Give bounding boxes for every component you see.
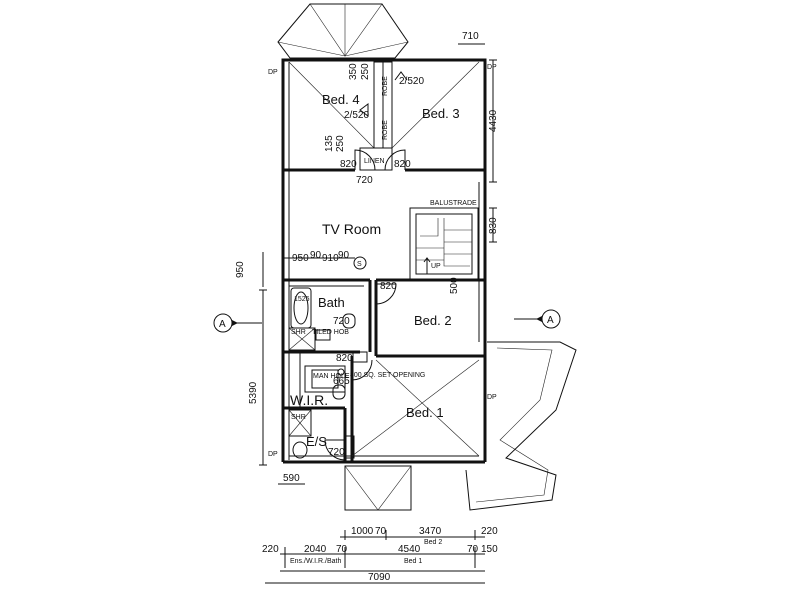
shr-es-label: SHR: [291, 414, 306, 421]
robe-bottom-label: ROBE: [382, 120, 389, 140]
dim-820-linen-right: 820: [394, 159, 411, 170]
bed2-caption: Bed 2: [424, 539, 442, 546]
sq-set-opening-label: 800 SQ. SET OPENING: [350, 372, 425, 379]
dim-250-b: 250: [335, 135, 346, 152]
shr-bath-label: SHR: [291, 329, 306, 336]
room-bed4-label: Bed. 4: [322, 92, 360, 107]
room-bed1-label: Bed. 1: [406, 405, 444, 420]
dim-720-es: 720: [328, 447, 345, 458]
dim-720-bath: 720: [333, 316, 350, 327]
dim-70-c: 70: [467, 544, 479, 555]
dim-7090: 7090: [368, 572, 391, 583]
dim-820-bed2: 820: [380, 281, 397, 292]
dim-150: 150: [481, 544, 498, 555]
dp-top-right-label: DP: [487, 64, 497, 71]
right-dim-lines: [458, 43, 497, 243]
dim-2-520-top: 2/520: [399, 76, 424, 87]
dim-3470: 3470: [419, 526, 442, 537]
dim-5390: 5390: [248, 381, 259, 404]
dim-135: 135: [324, 135, 335, 152]
room-wir-label: W.I.R.: [290, 392, 328, 408]
dim-500: 500: [449, 277, 460, 294]
dim-710: 710: [462, 31, 479, 42]
robe-top-label: ROBE: [382, 76, 389, 96]
room-bed2-label: Bed. 2: [414, 313, 452, 328]
section-a-right-label: A: [547, 315, 554, 326]
room-es-label: E/S: [306, 434, 327, 449]
bath-fixtures: [288, 287, 368, 363]
dim-350: 350: [348, 63, 359, 80]
dim-4430: 4430: [488, 109, 499, 132]
bottom-dim-lines: [265, 530, 485, 584]
section-marker-left: [213, 313, 262, 333]
dim-2-520-mid: 2/520: [344, 110, 369, 121]
smoke-detector-icon: [353, 256, 367, 270]
section-a-left-label: A: [219, 319, 226, 330]
exterior-walls: [281, 58, 487, 464]
es-fixtures: [288, 384, 355, 459]
roof-bay-top: [277, 3, 409, 59]
dim-830: 830: [488, 217, 499, 234]
linen-label: LINEN: [364, 158, 385, 165]
dim-820-wir: 820: [336, 353, 353, 364]
tiled-hob-label: TILED HOB: [312, 329, 349, 336]
dim-220-left: 220: [262, 544, 279, 555]
smoke-detector-label: S: [357, 261, 362, 268]
dim-220-right: 220: [481, 526, 498, 537]
doors: [324, 71, 408, 461]
ens-caption: Ens./W.I.R./Bath: [290, 558, 341, 565]
dim-820-linen-left: 820: [340, 159, 357, 170]
dim-950-v: 950: [235, 261, 246, 278]
roof-right: [465, 341, 577, 511]
dp-bottom-left-label: DP: [268, 451, 278, 458]
wir-fixtures: [304, 365, 346, 393]
dim-2040: 2040: [304, 544, 327, 555]
ceiling-diagonals: [288, 61, 480, 457]
dim-665: 665: [333, 376, 350, 387]
room-bath-label: Bath: [318, 295, 345, 310]
dim-1000: 1000: [351, 526, 374, 537]
roof-bottom-porch: [344, 465, 412, 511]
dim-720-linen: 720: [356, 175, 373, 186]
dim-590: 590: [283, 473, 300, 484]
bed1-caption: Bed 1: [404, 558, 422, 565]
dp-right-label: DP: [487, 394, 497, 401]
dim-90-a: 90: [310, 250, 322, 261]
room-tv-room-label: TV Room: [322, 221, 381, 237]
dim-90-b: 90: [338, 250, 350, 261]
room-bed3-label: Bed. 3: [422, 106, 460, 121]
dim-250: 250: [360, 63, 371, 80]
balustrade-label: BALUSTRADE: [430, 200, 477, 207]
section-marker-right: [514, 309, 561, 329]
dp-top-left-label: DP: [268, 69, 278, 76]
dim-4540: 4540: [398, 544, 421, 555]
interior-walls: [283, 61, 485, 462]
up-label: UP: [431, 263, 441, 270]
dim-70-b: 70: [336, 544, 348, 555]
dim-1525: 1525: [294, 296, 310, 303]
left-dim-lines: [259, 289, 267, 466]
dim-70-a: 70: [375, 526, 387, 537]
man-hole-label: MAN HOLE: [313, 373, 350, 380]
